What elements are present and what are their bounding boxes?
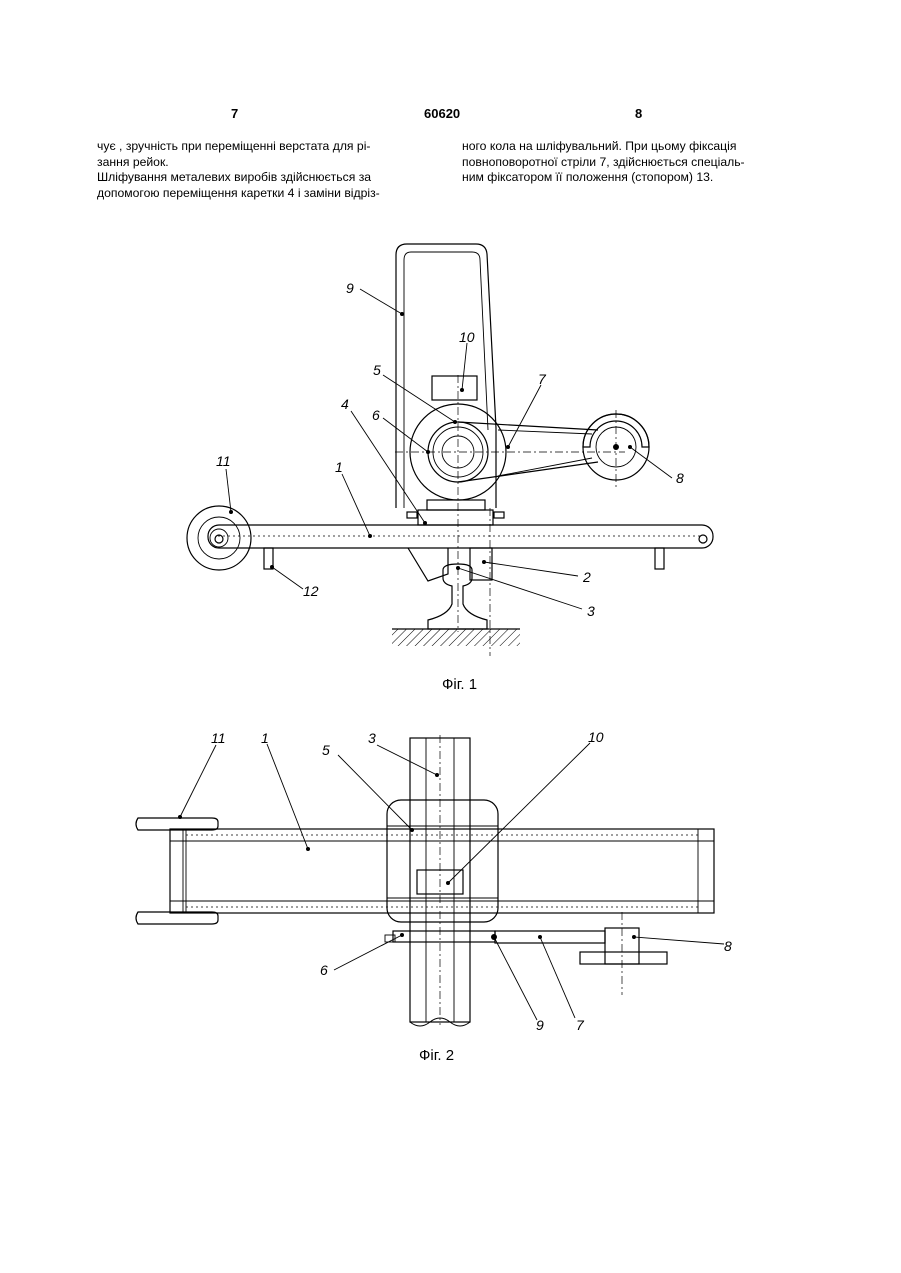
fig2-label-5: 5 [322,742,330,758]
leader-dots [178,773,636,940]
clamp-left [408,548,448,581]
disc-top-view [580,952,667,964]
leader-lines [226,289,672,609]
fig2-label-3: 3 [368,730,376,746]
figure-1-caption: Фіг. 1 [442,676,477,693]
fig1-label-2: 2 [582,569,591,585]
carriage [418,510,493,525]
wheel-top-view [136,818,218,830]
fig2-label-7: 7 [576,1017,585,1033]
support-leg [655,548,664,569]
figure-1: 9 10 5 7 4 6 11 1 8 2 12 3 [187,244,713,656]
fig1-label-12: 12 [303,583,319,599]
ground-hatch [392,629,520,646]
figure-2: 11 1 3 10 5 8 6 9 7 [136,729,732,1033]
frame-top-view [170,829,714,913]
boom-top-view [495,931,605,943]
motor-block [432,376,477,400]
fig2-label-1: 1 [261,730,269,746]
fig1-label-1: 1 [335,459,343,475]
wheel-top-view [136,912,218,924]
fig2-label-8: 8 [724,938,732,954]
fig2-label-10: 10 [588,729,604,745]
fig1-label-9: 9 [346,280,354,296]
motor-top-view [387,800,498,922]
wheel [187,506,251,570]
fig1-label-8: 8 [676,470,684,486]
fig1-label-7: 7 [538,371,547,387]
fig2-label-9: 9 [536,1017,544,1033]
fig1-label-5: 5 [373,362,381,378]
fig1-label-10: 10 [459,329,475,345]
fig1-label-3: 3 [587,603,595,619]
rail-profile [428,564,487,629]
guide-beam [208,525,713,548]
fig1-label-4: 4 [341,396,349,412]
fig1-label-6: 6 [372,407,380,423]
fig1-label-11: 11 [216,453,231,469]
fig2-label-11: 11 [211,730,226,746]
spindle-plate [393,931,495,942]
fig2-label-6: 6 [320,962,328,978]
leader-lines [180,743,724,1020]
figure-2-caption: Фіг. 2 [419,1047,454,1064]
